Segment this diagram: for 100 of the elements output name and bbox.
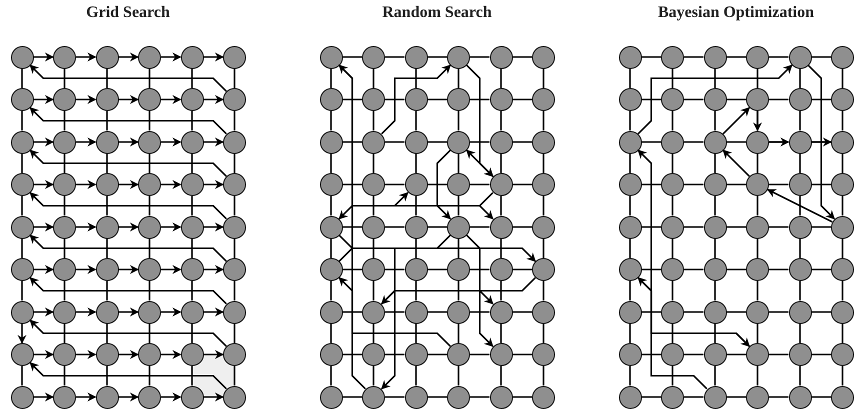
grid-line — [106, 111, 108, 130]
grid-line — [372, 366, 374, 386]
grid-line — [428, 311, 447, 313]
grid-line — [726, 98, 746, 100]
grid-point-circle — [831, 300, 854, 324]
arrow — [30, 64, 227, 92]
grid-line — [726, 268, 746, 270]
arrow — [638, 277, 750, 347]
grid-point-circle — [223, 216, 246, 238]
grid-point-circle — [661, 173, 684, 196]
grid-line — [191, 111, 193, 130]
arrow — [34, 308, 54, 316]
grid-line — [769, 184, 788, 186]
arrow — [722, 107, 750, 134]
grid-point-circle — [53, 343, 76, 366]
grid-point-circle — [10, 386, 34, 408]
grid-line — [234, 68, 236, 88]
grid-point-circle — [618, 46, 642, 68]
grid-point-circle — [96, 343, 118, 366]
grid-point-circle — [532, 46, 555, 68]
grid-line — [385, 226, 404, 228]
grid-line — [106, 366, 108, 386]
grid-line — [812, 184, 831, 186]
grid-point-circle — [746, 173, 769, 196]
arrow — [161, 222, 182, 232]
grid-point-circle — [532, 173, 555, 196]
grid-point-circle — [53, 216, 76, 238]
grid-point-circle — [362, 343, 385, 366]
grid-line — [629, 68, 631, 88]
grid-line — [799, 324, 801, 343]
grid-point-circle — [96, 46, 118, 68]
grid-line — [330, 111, 332, 130]
grid-line — [428, 184, 447, 186]
grid-line — [106, 238, 108, 258]
arrow — [466, 150, 494, 177]
arrow — [204, 392, 224, 402]
grid-point-circle — [180, 173, 204, 196]
arrow — [118, 265, 139, 274]
grid-line — [512, 268, 532, 270]
grid-line — [106, 68, 108, 88]
arrow — [118, 308, 139, 316]
grid-point-circle — [362, 258, 385, 281]
grid-point-circle — [138, 386, 161, 408]
grid-point-circle — [704, 46, 726, 68]
grid-point-circle — [831, 46, 854, 68]
grid-line — [64, 154, 66, 173]
grid-point-circle — [180, 46, 204, 68]
grid-line — [415, 281, 417, 300]
grid-line — [842, 196, 844, 216]
grid-line — [64, 281, 66, 300]
grid-line — [812, 396, 831, 398]
grid-line — [342, 396, 362, 398]
grid-line — [470, 396, 490, 398]
grid-line — [542, 238, 544, 258]
grid-line — [756, 324, 758, 343]
grid-point-circle — [53, 46, 76, 68]
arrow — [161, 95, 182, 104]
grid-point-circle — [618, 258, 642, 281]
grid-point-circle — [320, 300, 342, 324]
arrow — [30, 362, 227, 390]
arrow — [204, 95, 224, 104]
arrow — [204, 308, 224, 316]
grid-line — [191, 196, 193, 216]
grid-line — [470, 311, 490, 313]
grid-line — [812, 98, 831, 100]
grid-line — [542, 154, 544, 173]
grid-point-circle — [138, 173, 161, 196]
grid-point-circle — [661, 88, 684, 111]
grid-point-circle — [96, 216, 118, 238]
grid-point-circle — [447, 173, 470, 196]
grid-line — [842, 366, 844, 386]
grid-point-circle — [447, 386, 470, 408]
grid-point-circle — [10, 343, 34, 366]
grid-line — [342, 311, 362, 313]
grid-point-circle — [404, 88, 428, 111]
grid-point-circle — [53, 173, 76, 196]
grid-line — [330, 366, 332, 386]
grid-point-circle — [404, 386, 428, 408]
grid-point-circle — [320, 258, 342, 281]
grid-point-circle — [10, 300, 34, 324]
grid-line — [342, 141, 362, 143]
grid-point-circle — [746, 386, 769, 408]
grid-point-circle — [138, 343, 161, 366]
grid-point-circle — [404, 343, 428, 366]
grid-line — [470, 184, 490, 186]
grid-line — [756, 154, 758, 173]
grid-point-circle — [96, 88, 118, 111]
grid-line — [684, 396, 704, 398]
grid-line — [642, 141, 661, 143]
arrow — [753, 111, 762, 132]
grid-line — [629, 154, 631, 173]
arrow — [76, 308, 96, 316]
grid-line — [148, 324, 150, 343]
arrow — [338, 192, 408, 262]
arrow — [118, 222, 139, 232]
grid-point-circle — [96, 173, 118, 196]
grid-point-circle — [746, 216, 769, 238]
grid-line — [542, 196, 544, 216]
grid-line — [769, 268, 788, 270]
grid-point-circle — [746, 300, 769, 324]
